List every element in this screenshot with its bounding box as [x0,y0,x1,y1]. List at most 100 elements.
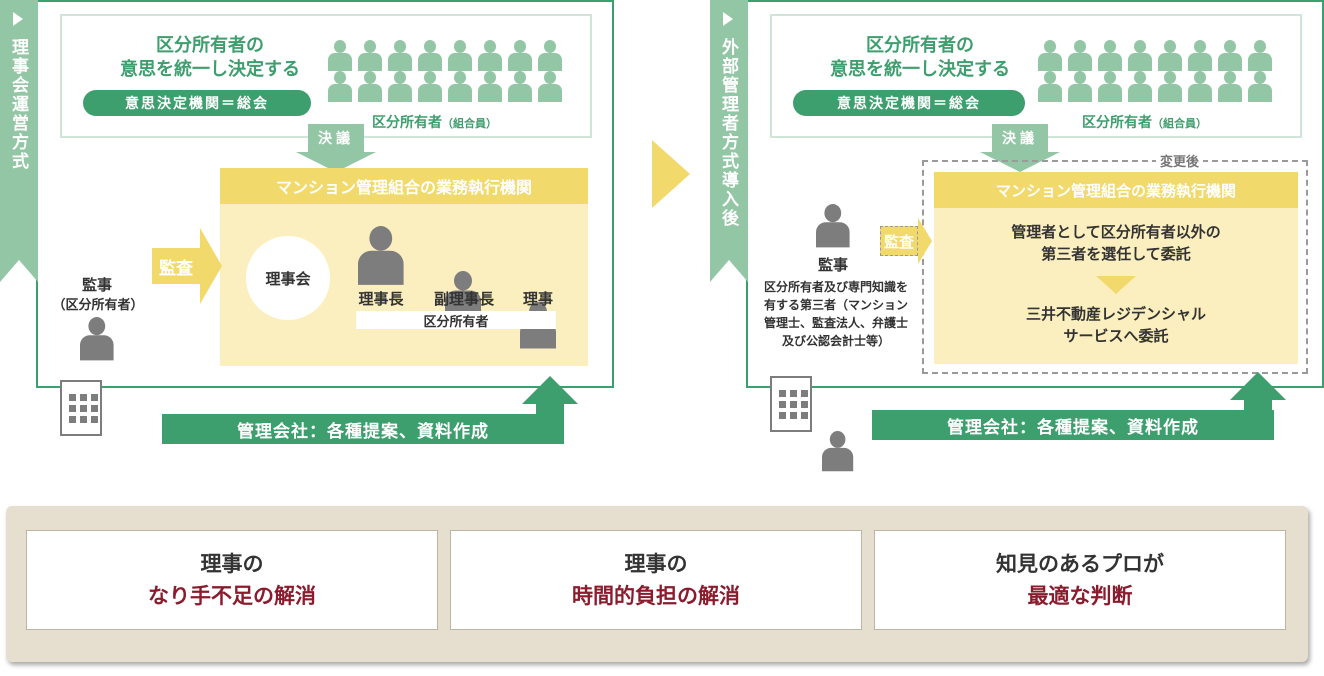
exec-body-title: マンション管理組合の業務執行機関 [220,168,588,204]
owners-title-line-1: 区分所有者の [156,35,264,56]
right-tab-notch [710,260,748,282]
owner-icon [388,71,412,102]
board-circle: 理事会 [246,236,330,320]
owners-title-line-2: 意思を統一し決定する [120,59,300,80]
left-panel: 理事会運営方式 区分所有者の 意思を統一し決定する 意思決定機関＝総会 区分所有… [0,0,640,569]
decision-body-pill: 意思決定機関＝総会 [793,90,1025,116]
owner-icon [478,71,502,102]
exec-line-1: 管理者として区分所有者以外の 第三者を選任して委託 [934,218,1298,268]
mgmt-company-bar: 管理会社：各種提案、資料作成 [872,410,1274,440]
owner-icon [448,71,472,102]
resolution-label: 決議 [308,124,364,152]
result-card-1: 理事の なり手不足の解消 [26,530,438,630]
chairman-icon [358,226,404,285]
auditor-label: 監事 [817,255,848,274]
owner-icon [418,40,442,71]
exec-line-1a: 管理者として区分所有者以外の [1011,223,1221,241]
down-arrow-icon [296,152,376,172]
owner-icon [1158,40,1182,71]
owner-icon [478,40,502,71]
owner-icon [1098,40,1122,71]
owner-icon [358,71,382,102]
auditor-label: 監事 [81,275,112,294]
right-mode-tab: 外部管理者方式導入後 [710,0,748,260]
owner-icon [448,40,472,71]
owner-icon [1188,40,1212,71]
audit-label: 監査 [152,248,200,284]
resolution-arrow: 決議 [296,124,376,174]
owner-icon [328,40,352,71]
auditor-desc-4: 及び公認会計士等） [781,334,890,348]
owners-caption-main: 区分所有者 [372,115,442,131]
result-card-2: 理事の 時間的負担の解消 [450,530,862,630]
owners-box [770,14,1302,138]
left-mode-tab: 理事会運営方式 [0,0,38,260]
auditor-icon [816,204,850,248]
owner-icon [1038,71,1062,102]
owners-caption: 区分所有者（組合員） [1082,112,1282,132]
resolution-arrow: 決議 [980,124,1060,174]
exec-line-2b: サービスへ委託 [1063,327,1169,345]
up-arrow-icon [1230,372,1286,400]
mgmt-company-bar: 管理会社：各種提案、資料作成 [162,414,564,444]
owner-icon [1068,71,1092,102]
owners-caption-main: 区分所有者 [1082,115,1152,131]
owner-icon [1248,40,1272,71]
mgmt-up-arrow [522,376,578,444]
owner-icon [1128,71,1152,102]
auditor-sub: （区分所有者） [52,297,144,313]
auditor-desc-2: 有する第三者（マンション [763,298,908,312]
up-arrow-icon [522,376,578,404]
auditor-desc-1: 区分所有者及び専門知識を [763,280,908,294]
right-mode-label: 外部管理者方式導入後 [718,38,738,228]
owners-crowd [328,40,565,102]
role-chairman: 理事長 [358,289,404,308]
role-vice-chairman: 副理事長 [433,289,494,308]
building-icon [770,376,812,432]
auditor-icon [80,317,114,361]
owner-icon [1218,40,1242,71]
owners-caption-sub: （組合員） [1152,117,1207,130]
owners-caption: 区分所有者（組合員） [372,112,572,132]
owner-icon [358,40,382,71]
owner-icon [1188,71,1212,102]
owner-icon [538,40,562,71]
result-2-line-1: 理事の [624,551,688,576]
audit-arrow: 監査 [880,212,932,270]
result-2-line-2: 時間的負担の解消 [572,583,740,608]
decision-body-pill: 意思決定機関＝総会 [83,90,311,116]
owner-icon [1128,40,1152,71]
exec-line-1b: 第三者を選任して委託 [1041,245,1191,263]
up-arrow-stem [1244,400,1272,440]
exec-down-arrow-icon [1096,276,1136,294]
exec-line-2a: 三井不動産レジデンシャル [1025,305,1206,323]
owner-icon [1158,71,1182,102]
owners-title-line-2: 意思を統一し決定する [830,59,1010,80]
right-panel: 外部管理者方式導入後 区分所有者の 意思を統一し決定する 意思決定機関＝総会 区… [710,0,1324,472]
auditor-desc-3: 管理士、監査法人、弁護士 [763,316,908,330]
result-3-line-1: 知見のあるプロが [996,551,1164,576]
owner-icon [1068,40,1092,71]
down-arrow-icon [980,152,1060,172]
right-arrow-icon [918,218,932,264]
owners-box [60,14,592,138]
audit-arrow: 監査 [152,228,222,304]
changed-box [922,160,1308,374]
staff-icon [822,431,854,472]
right-arrow-icon [200,228,222,304]
owners-caption-sub: （組合員） [442,117,497,130]
result-card-3: 知見のあるプロが 最適な判断 [874,530,1286,630]
owner-icon [328,71,352,102]
transition-arrow-icon [652,140,690,208]
owners-title-line-1: 区分所有者の [866,35,974,56]
mgmt-up-arrow [1230,372,1286,440]
changed-label: 変更後 [1156,151,1204,170]
exec-line-2: 三井不動産レジデンシャル サービスへ委託 [934,300,1298,350]
result-1-line-2: なり手不足の解消 [148,583,316,608]
owner-icon [1098,71,1122,102]
up-arrow-stem [536,404,564,444]
owner-icon [388,40,412,71]
owner-icon [1038,40,1062,71]
left-tab-notch [0,260,38,282]
left-mode-label: 理事会運営方式 [8,38,28,171]
